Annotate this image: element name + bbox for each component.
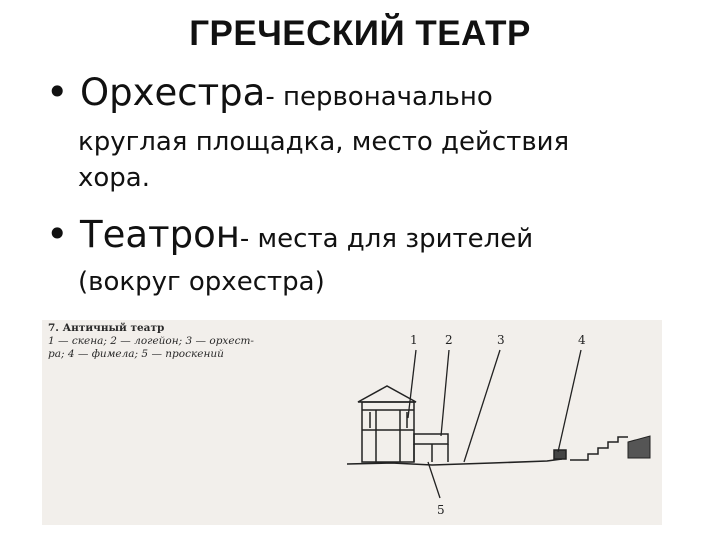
label-2: 2: [445, 333, 453, 347]
theatron-steps: [570, 436, 628, 461]
skene-building: [357, 385, 417, 463]
thymele-altar: [553, 449, 567, 460]
label-3: 3: [497, 333, 505, 347]
bullet-orchestra: • Орхестра- первоначально: [46, 70, 493, 114]
definition-orchestra: - первоначально: [265, 82, 493, 112]
theatre-cross-section-drawing: 1 2 3 4 5: [346, 333, 651, 517]
bullet-theatron: • Театрон- места для зрителей: [46, 212, 533, 256]
caption-line-2: ра; 4 — фимела; 5 — проскений: [48, 348, 224, 360]
ground-line: [346, 458, 563, 466]
logeion-platform: [413, 433, 449, 462]
slide-title: ГРЕЧЕСКИЙ ТЕАТР: [189, 14, 531, 53]
leader-lines: [407, 349, 582, 499]
bullet-marker: •: [46, 70, 69, 114]
figure-caption: 7. Античный театр 1 — скена; 2 — логейон…: [48, 322, 254, 361]
definition-theatron: - места для зрителей: [239, 224, 534, 254]
orchestra-line-2: хора.: [78, 163, 150, 193]
orchestra-line-1: круглая площадка, место действия: [78, 127, 570, 157]
theatre-diagram-figure: 7. Античный театр 1 — скена; 2 — логейон…: [42, 320, 662, 525]
theatron-continuation: (вокруг орхестра): [78, 264, 325, 300]
label-4: 4: [578, 333, 586, 347]
caption-line-1: 1 — скена; 2 — логейон; 3 — орхест-: [48, 335, 254, 347]
caption-title: 7. Античный театр: [48, 322, 165, 334]
term-orchestra: Орхестра: [80, 71, 266, 114]
label-1: 1: [410, 333, 418, 347]
orchestra-continuation: круглая площадка, место действия хора.: [78, 124, 569, 196]
label-5: 5: [437, 503, 445, 517]
theatron-wedge: [627, 435, 651, 459]
bullet-marker: •: [46, 212, 69, 256]
term-theatron: Театрон: [80, 213, 240, 256]
theatron-line-1: (вокруг орхестра): [78, 267, 325, 297]
